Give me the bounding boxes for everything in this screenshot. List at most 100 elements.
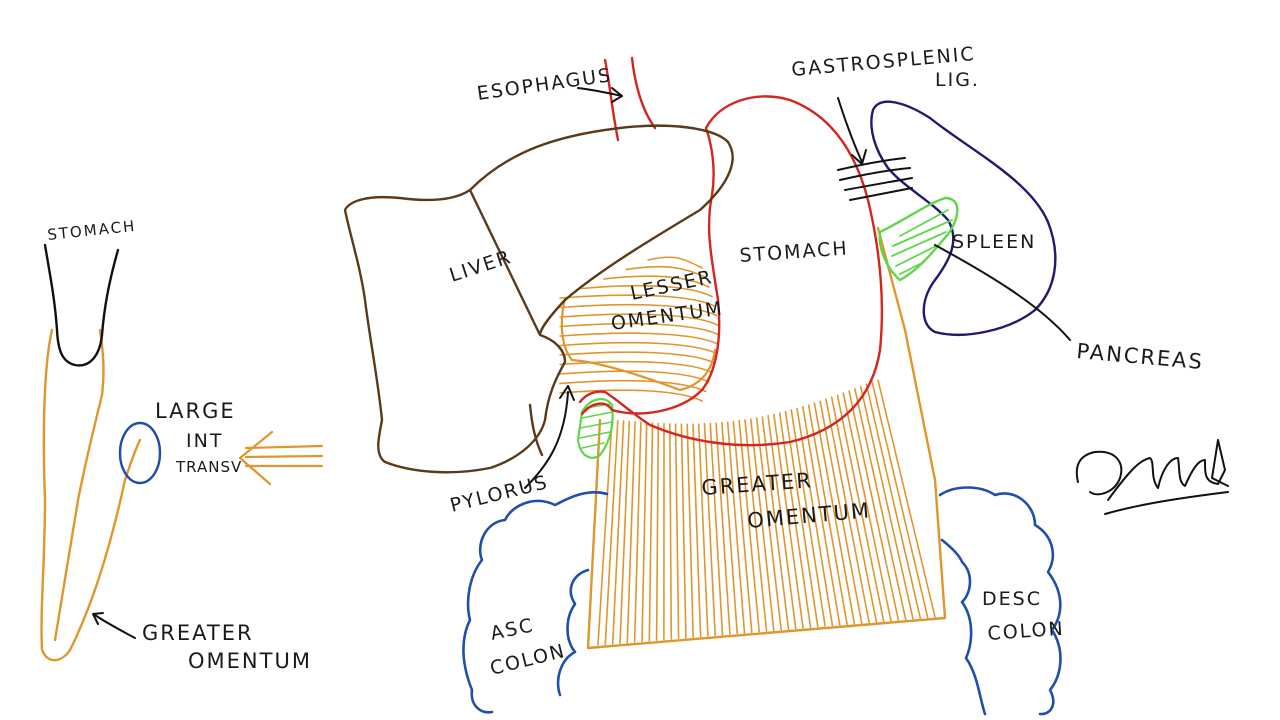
ascending-colon [462,491,609,714]
descending-colon [938,486,1062,716]
hatch-line [559,303,718,317]
hatch-line [559,332,719,345]
label-liver: LIVER [447,246,515,287]
hatch-line [680,423,687,639]
hatch-line [559,360,713,374]
hatch-line [755,417,782,631]
hatch-line [692,423,702,638]
greater-omentum [586,226,947,650]
hatch-line [619,420,631,644]
label-esophagus: ESOPHAGUS [476,64,614,105]
label-asc-colon-2: COLON [488,640,568,680]
hatch-line [709,422,724,636]
hatch-line [750,418,775,632]
label-large-int-3: TRANSV [175,458,242,476]
hatch-line [674,423,680,640]
hatch-line [854,388,907,621]
label-spleen: SPLEEN [952,231,1036,253]
hatch-line [877,379,936,618]
hatch-line [641,422,648,643]
hatch-line [611,420,625,645]
label-lesser-2: OMENTUM [610,297,725,335]
hatch-line [625,265,707,279]
hatch-line [744,419,768,632]
spleen [870,100,1057,336]
hatch-line [597,419,613,646]
hatch-line [604,419,619,646]
label-side-stomach: STOMACH [47,217,138,244]
hatch-line [830,396,878,623]
label-desc-colon-2: COLON [987,618,1066,645]
hatch-line [767,415,797,630]
lesser-omentum-edge [560,296,717,392]
pointer-arrows [92,87,1071,639]
hatch-line [648,422,654,642]
side-transverse-colon [118,421,162,485]
hatch-line [715,422,731,635]
hatch-line [559,341,718,355]
hatch-line [559,322,719,336]
hatch-line [559,313,719,326]
label-greater-1: GREATER [701,468,814,500]
hatch-line [633,421,642,643]
hatch-line [603,275,710,288]
greater-omentum-hatching [597,379,936,646]
hatch-line [669,423,673,640]
pancreas-hatching [891,209,953,275]
hatch-line [581,284,713,298]
hatch-line [655,422,660,641]
lesser-omentum-hatching [559,256,719,402]
hatch-line [559,351,716,364]
hatch-line [865,383,922,619]
hatch-line [761,416,790,630]
pancreas [878,196,959,282]
hatch-line [721,421,738,635]
label-desc-colon-1: DESC [982,588,1042,610]
hatch-line [647,256,703,269]
hatch-line [825,398,870,624]
hatch-line [813,402,856,625]
hatch-line [726,421,746,634]
hatch-line [807,404,848,626]
stomach [578,95,884,447]
hatch-line [790,409,826,627]
label-gastrosplenic-2: LIG. [935,69,980,91]
gastrosplenic-ligament [837,157,913,201]
label-pylorus: PYLORUS [448,471,551,517]
pylorus-region [576,398,614,459]
hatch-line [802,406,841,626]
hatch-line [778,412,812,629]
label-side-greater-2: OMENTUM [188,649,312,673]
side-greater-omentum [40,328,142,662]
label-side-greater-1: GREATER [142,621,254,645]
hatch-line [848,390,900,621]
hatch-line [836,394,885,623]
hatch-line [784,410,819,628]
hatch-line [686,423,694,638]
esophagus [603,56,657,142]
hatch-line [738,420,760,633]
hatch-line [559,294,716,307]
label-large-int-1: LARGE [155,399,236,423]
liver [343,124,734,474]
signature [1075,439,1229,515]
hatch-line [859,385,914,620]
hatch-line [796,407,834,627]
hatch-line [697,423,709,637]
label-lesser-1: LESSER [628,266,715,305]
hatch-line [626,421,636,644]
hatch-line [732,420,753,633]
hatch-line [703,423,716,637]
direction-arrow [238,430,324,486]
hatch-line [871,381,929,619]
label-pancreas: PANCREAS [1076,339,1205,374]
side-stomach [43,243,120,367]
label-large-int-2: INT [186,430,223,452]
label-asc-colon-1: ASC [488,614,536,645]
label-stomach: STOMACH [739,237,850,267]
hatch-line [559,379,707,393]
hatch-line [842,392,892,622]
hatch-line [773,413,804,629]
hatch-line [819,400,863,624]
